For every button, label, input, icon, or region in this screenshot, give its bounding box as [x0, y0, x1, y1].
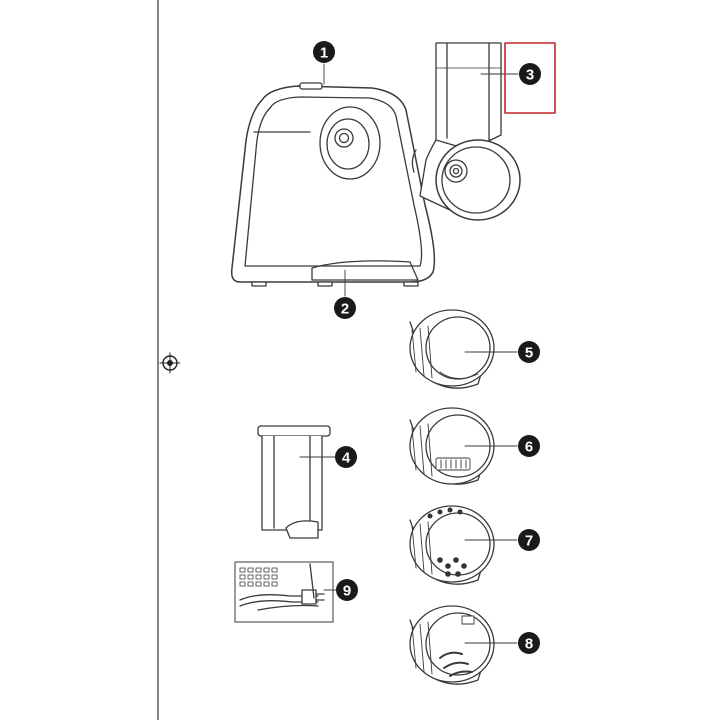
- callout-3: 3: [519, 63, 541, 85]
- callout-3-label: 3: [526, 67, 534, 84]
- callout-4: 4: [335, 446, 357, 468]
- highlight-box-callout-3: [504, 42, 556, 114]
- leader-lines: [299, 63, 519, 644]
- drum-6: [409, 407, 495, 485]
- food-pusher: [257, 425, 331, 539]
- vent-grid: [239, 567, 278, 587]
- callout-2: 2: [334, 297, 356, 319]
- slicer-head-assembly: [411, 42, 521, 221]
- motor-base: [311, 260, 419, 281]
- callout-7-label: 7: [525, 533, 533, 550]
- motor-body-outline: [230, 85, 436, 283]
- callout-9: 9: [336, 579, 358, 601]
- registration-mark: [159, 352, 181, 374]
- motor-body-inner-line: [244, 96, 423, 267]
- callout-6-label: 6: [525, 439, 533, 456]
- drum-housing-opening: [435, 139, 521, 221]
- callout-5: 5: [518, 341, 540, 363]
- callout-9-label: 9: [343, 583, 351, 600]
- drum-8: [409, 605, 495, 685]
- callout-6: 6: [518, 435, 540, 457]
- callout-2-label: 2: [341, 301, 349, 318]
- motor-unit: [230, 82, 436, 287]
- drum-7: [409, 505, 495, 585]
- power-button: [299, 82, 323, 90]
- callout-1-label: 1: [320, 45, 328, 62]
- callout-8-label: 8: [525, 636, 533, 653]
- drum-5: [409, 309, 495, 389]
- callout-8: 8: [518, 632, 540, 654]
- callout-4-label: 4: [342, 450, 351, 467]
- power-plug: [301, 589, 317, 605]
- callout-5-label: 5: [525, 345, 533, 362]
- callout-7: 7: [518, 529, 540, 551]
- cord-storage: [234, 561, 334, 623]
- feed-chute: [435, 42, 502, 151]
- callout-1: 1: [313, 41, 335, 63]
